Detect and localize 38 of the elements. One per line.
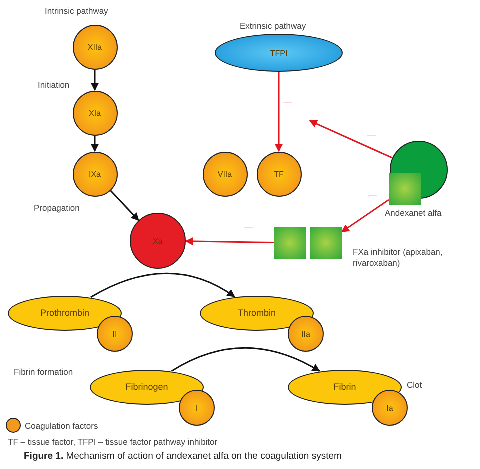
drug-square (389, 173, 421, 205)
factor-circle: XIIa (72, 24, 118, 70)
figure-caption: Figure 1. Mechanism of action of andexanet alfa on the coagulation system (24, 451, 342, 462)
arrow (172, 347, 320, 372)
arrow (90, 272, 236, 298)
node-caption: Intrinsic pathway (45, 6, 110, 17)
factor-circle: IXa (72, 152, 118, 196)
protein-ellipse: Thrombin (200, 296, 314, 330)
arrow (110, 190, 140, 222)
factor-circle: I (179, 390, 215, 426)
protein-ellipse: Fibrinogen (90, 370, 204, 404)
arrow (275, 72, 283, 152)
factor-circle: IIa (288, 316, 324, 352)
abbreviation-note: TF – tissue factor, TFPI – tissue factor pathway inhibitor (8, 437, 218, 447)
arrow (341, 199, 390, 233)
stage-label: Propagation (34, 203, 80, 213)
protein-ellipse: Fibrin (288, 370, 402, 404)
stage-label: Fibrin formation (14, 367, 74, 377)
factor-circle: XIa (72, 90, 118, 136)
stage-label: Initiation (38, 80, 70, 90)
legend-text: Coagulation factors (25, 420, 98, 430)
drug-square (274, 227, 306, 259)
node-caption: Andexanet alfa (385, 208, 443, 219)
node-caption: Extrinsic pathway (240, 21, 308, 32)
factor-circle: Ia (372, 390, 408, 426)
factor-circle: II (97, 316, 133, 352)
arrow (91, 70, 99, 92)
factor-circle: VIIa (202, 152, 248, 196)
node-caption: FXa inhibitor (apixaban, rivaroxaban) (353, 247, 444, 268)
drug-square (310, 227, 342, 259)
factor-circle: Xa (130, 213, 186, 269)
inhibition-arrow (309, 120, 393, 159)
factor-circle: TF (256, 152, 302, 196)
inhibitor-ellipse: TFPI (215, 34, 343, 72)
arrow (185, 238, 274, 246)
protein-ellipse: Prothrombin (8, 296, 122, 330)
node-caption: Clot (407, 380, 424, 391)
arrow (91, 136, 99, 152)
